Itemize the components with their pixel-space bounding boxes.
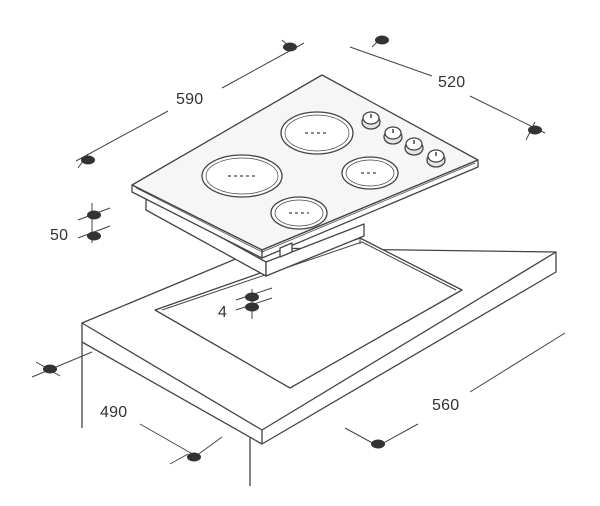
dim-label-490: 490 xyxy=(100,404,128,421)
dim-label-590: 590 xyxy=(176,91,204,108)
cooking-zones xyxy=(201,111,399,230)
marker-520-top xyxy=(375,35,389,45)
dim-line-490-b xyxy=(139,423,197,457)
marker-560-left xyxy=(371,439,385,449)
dim-line-490-a xyxy=(31,351,93,378)
dimension-markers xyxy=(43,35,542,462)
knob-2 xyxy=(383,126,403,145)
hob-front-label xyxy=(279,242,293,258)
marker-50-top xyxy=(87,210,101,220)
marker-590-left xyxy=(81,155,95,165)
dim-line-560-b xyxy=(469,332,566,393)
dim-label-520: 520 xyxy=(438,74,466,91)
marker-4-bottom xyxy=(245,302,259,312)
marker-590-right xyxy=(283,42,297,52)
dim-label-560: 560 xyxy=(432,397,460,414)
dim-label-50: 50 xyxy=(50,227,69,244)
knob-3 xyxy=(404,137,424,156)
control-knobs xyxy=(361,111,446,168)
marker-4-top xyxy=(245,292,259,302)
marker-490-left xyxy=(43,364,57,374)
hob xyxy=(131,74,479,277)
marker-520-bottom xyxy=(528,125,542,135)
knob-4 xyxy=(426,149,446,168)
marker-490-right xyxy=(187,452,201,462)
dim-line-520-a xyxy=(349,46,433,77)
marker-50-bottom xyxy=(87,231,101,241)
dim-line-590-a xyxy=(75,110,169,162)
knob-1 xyxy=(361,111,381,130)
zone-front-right xyxy=(270,196,328,230)
dim-label-4: 4 xyxy=(218,304,228,321)
